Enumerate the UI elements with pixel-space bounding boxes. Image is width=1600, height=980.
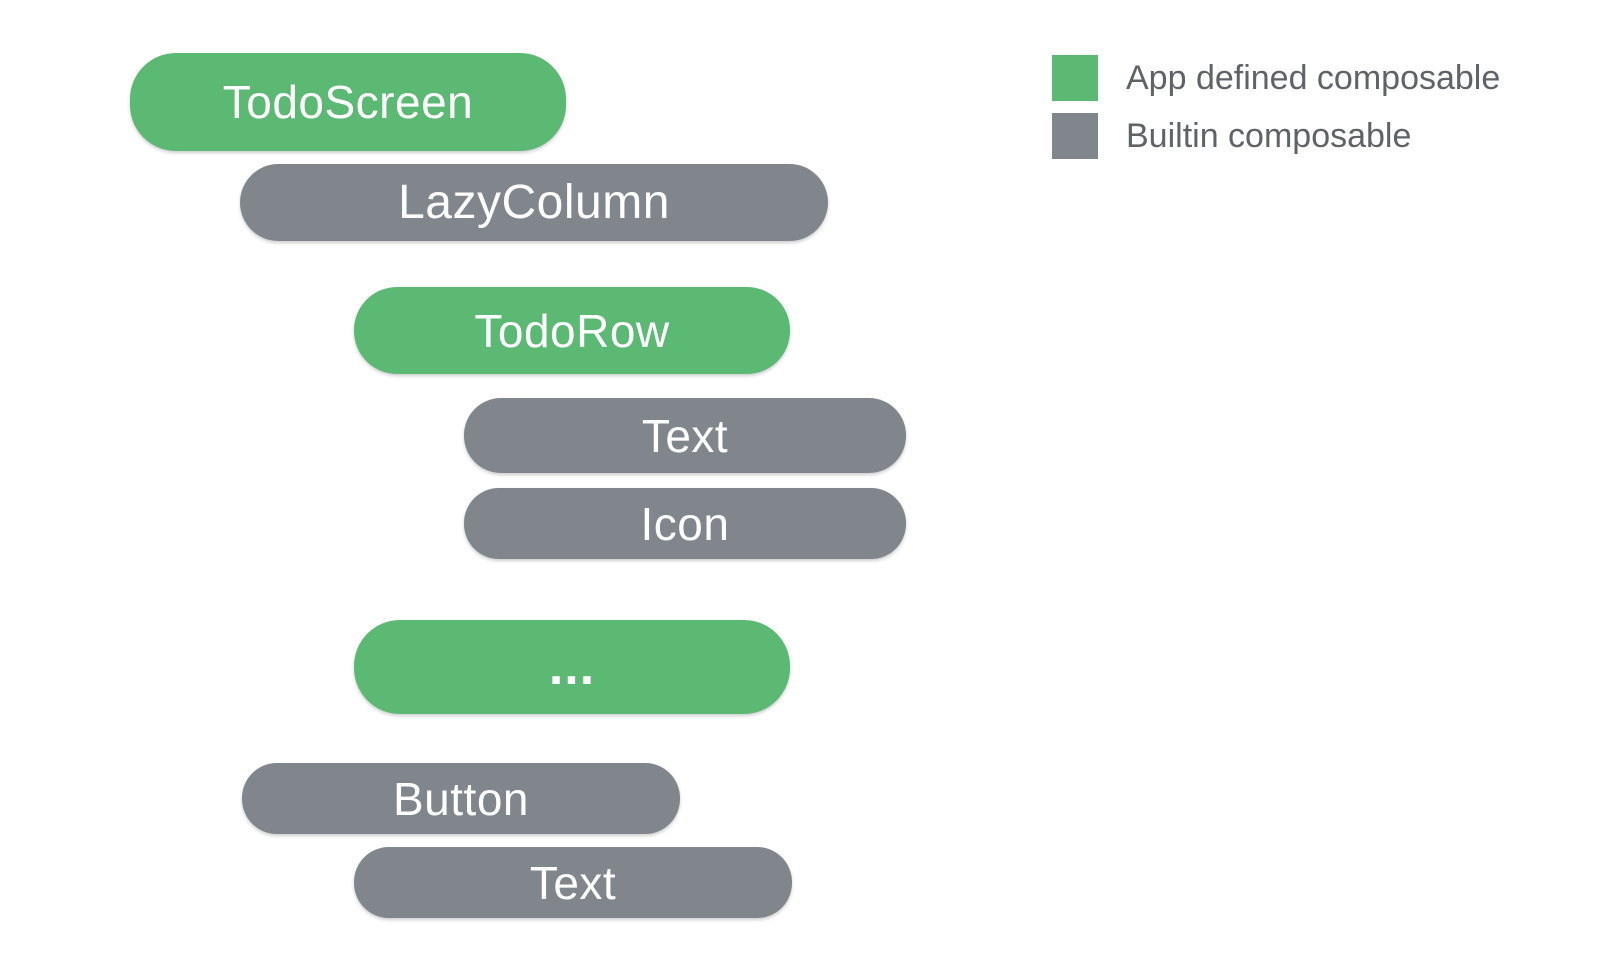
node-todorow-label: TodoRow	[474, 304, 670, 357]
node-button: Button	[242, 763, 680, 834]
node-lazycolumn-label: LazyColumn	[398, 176, 670, 229]
legend-label-app-defined: App defined composable	[1126, 58, 1501, 97]
legend-swatch-builtin	[1052, 113, 1098, 159]
legend-swatch-app-defined	[1052, 55, 1098, 101]
legend-row-app-defined: App defined composable	[1052, 55, 1500, 101]
node-lazycolumn: LazyColumn	[240, 164, 828, 241]
legend-label-builtin: Builtin composable	[1126, 116, 1412, 155]
node-todoscreen: TodoScreen	[130, 53, 566, 151]
node-button-label: Button	[393, 772, 529, 825]
node-text-2: Text	[354, 847, 792, 918]
node-text-1: Text	[464, 398, 906, 473]
node-text-2-label: Text	[529, 856, 617, 909]
node-ellipsis: ...	[354, 620, 790, 714]
legend-row-builtin: Builtin composable	[1052, 113, 1500, 159]
node-icon-label: Icon	[640, 497, 730, 550]
node-text-1-label: Text	[641, 409, 729, 462]
node-todorow: TodoRow	[354, 287, 790, 374]
legend: App defined composable Builtin composabl…	[1052, 55, 1500, 171]
node-ellipsis-label: ...	[548, 638, 596, 696]
node-icon: Icon	[464, 488, 906, 559]
node-todoscreen-label: TodoScreen	[222, 76, 474, 128]
